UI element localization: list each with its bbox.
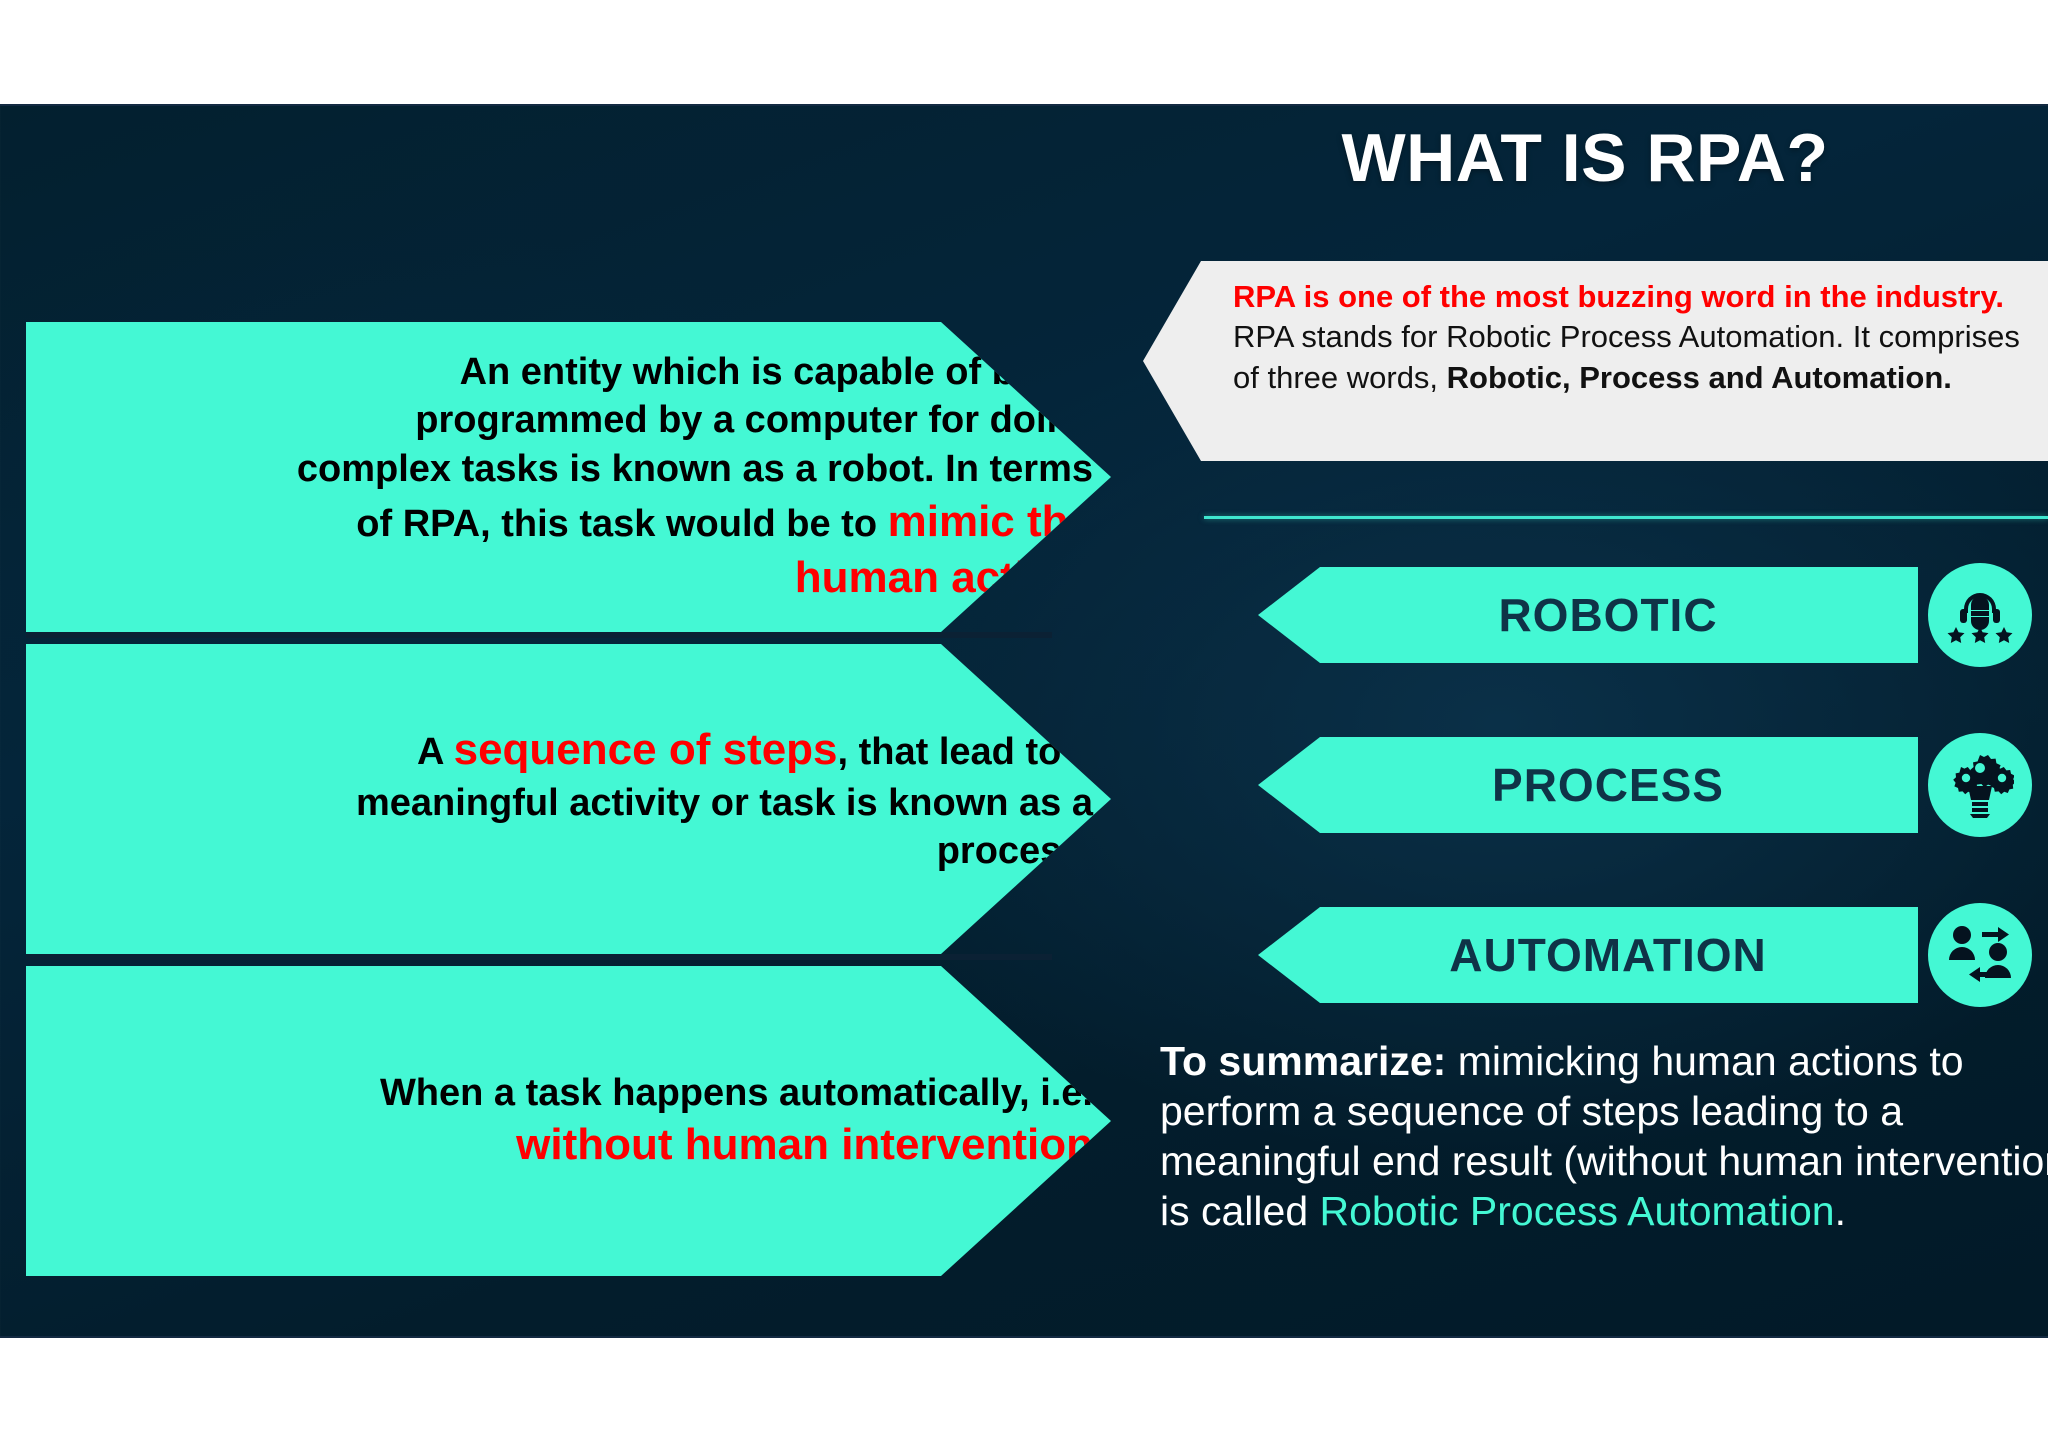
definition-panel-process-text: A sequence of steps, that lead to a mean… — [273, 722, 1111, 876]
gears-cogs-icon — [1928, 733, 2032, 837]
tag-process[interactable]: PROCESS — [1258, 737, 1918, 833]
definition-panel-process: A sequence of steps, that lead to a mean… — [26, 644, 1111, 954]
summary-tail: . — [1834, 1188, 1846, 1235]
summary-lead: To summarize: — [1160, 1038, 1447, 1084]
panel3-plain-text: When a task happens automatically, i.e. — [379, 1071, 1093, 1114]
section-divider — [1204, 516, 2048, 519]
headset-agent-stars-icon — [1928, 563, 2032, 667]
definition-panel-robot: An entity which is capable of being prog… — [26, 322, 1111, 632]
tag-row-automation: AUTOMATION — [1258, 903, 2048, 1007]
panel2-highlight-text: sequence of steps — [453, 725, 838, 775]
tag-row-robotic: ROBOTIC — [1258, 563, 2048, 667]
callout-body-bold: Robotic, Process and Automation. — [1446, 359, 1952, 395]
people-exchange-icon — [1928, 903, 2032, 1007]
panel2-lead-text: A — [417, 731, 454, 774]
tag-automation-label: AUTOMATION — [1449, 929, 1767, 981]
panel3-highlight-text: without human intervention — [516, 1120, 1093, 1170]
definition-panel-robot-text: An entity which is capable of being prog… — [273, 348, 1111, 607]
callout-body: RPA stands for Robotic Process Automatio… — [1233, 319, 2020, 395]
summary-text: To summarize: mimicking human actions to… — [1160, 1036, 2048, 1236]
panel1-plain-text: An entity which is capable of being prog… — [296, 350, 1093, 545]
definition-panel-automation: When a task happens automatically, i.e. … — [26, 966, 1111, 1276]
definition-panel-automation-text: When a task happens automatically, i.e. … — [273, 1069, 1111, 1174]
tag-process-label: PROCESS — [1492, 759, 1724, 811]
tag-robotic-label: ROBOTIC — [1498, 589, 1718, 641]
summary-highlight: Robotic Process Automation — [1319, 1188, 1835, 1235]
tag-robotic[interactable]: ROBOTIC — [1258, 567, 1918, 663]
panel-separator-1 — [26, 632, 1052, 638]
tag-automation[interactable]: AUTOMATION — [1258, 907, 1918, 1003]
panel-separator-2 — [26, 954, 1052, 960]
top-edge-divider — [0, 104, 2048, 106]
tag-row-process: PROCESS — [1258, 733, 2048, 837]
page-title: WHAT IS RPA? — [1341, 120, 1829, 196]
summary-body: mimicking human actions to perform a seq… — [1160, 1038, 2048, 1235]
rpa-callout-box: RPA is one of the most buzzing word in t… — [1143, 261, 2048, 461]
bottom-edge-divider — [0, 1336, 2048, 1338]
callout-highlight: RPA is one of the most buzzing word in t… — [1233, 279, 2004, 314]
